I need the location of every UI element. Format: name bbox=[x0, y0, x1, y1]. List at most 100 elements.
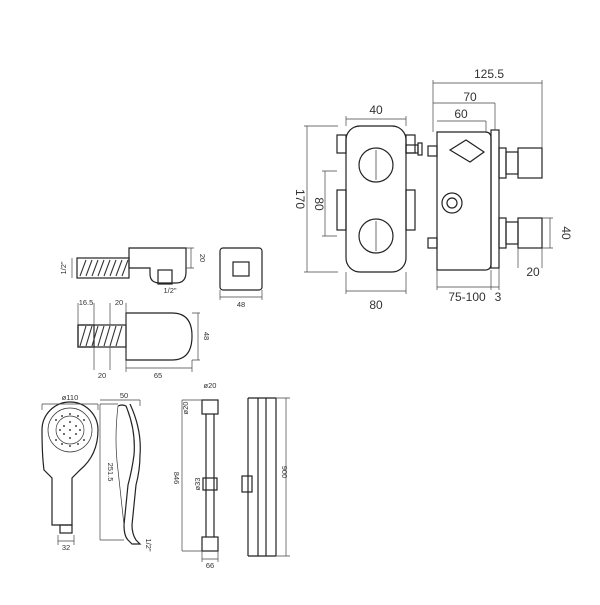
rail-top-bracket bbox=[201, 399, 219, 415]
elbow-outlet bbox=[157, 269, 173, 285]
dim-line-80-bottom bbox=[345, 272, 407, 294]
dim-line-900 bbox=[276, 397, 290, 557]
valve-side-dimensions: 125.5 70 60 40 20 75-100 3 bbox=[432, 67, 573, 304]
dim-line-846 bbox=[181, 399, 202, 552]
valve-side-view bbox=[427, 129, 543, 271]
dim-label-20-side: 20 bbox=[526, 265, 540, 279]
dim-label-rail-33: ø33 bbox=[193, 478, 202, 491]
dim-line-70 bbox=[433, 102, 496, 130]
dim-line-bracket-48 bbox=[192, 312, 200, 361]
valve-tab-right bbox=[405, 144, 419, 154]
dim-label-handset-thread: 1/2" bbox=[144, 538, 153, 551]
dim-label-80-inner: 80 bbox=[312, 197, 326, 211]
dim-line-60 bbox=[437, 120, 487, 132]
spindle-lower bbox=[505, 221, 519, 245]
dim-line-40 bbox=[345, 116, 407, 126]
dim-label-20-bottom: 20 bbox=[98, 371, 106, 380]
valve-side-diverter bbox=[448, 139, 486, 163]
handset-side: 251.5 50 1/2" bbox=[99, 391, 153, 552]
handset-face bbox=[47, 407, 93, 453]
dim-line-20-side bbox=[517, 248, 543, 268]
dim-label-20-top: 20 bbox=[115, 298, 123, 307]
valve-control-upper bbox=[358, 147, 394, 183]
dim-label-251-5: 251.5 bbox=[106, 463, 115, 482]
dim-line-16-5 bbox=[77, 303, 95, 325]
dim-line-elbow-20 bbox=[186, 247, 194, 269]
dim-line-32 bbox=[57, 535, 75, 545]
wall-plate bbox=[490, 129, 500, 269]
knob-lower bbox=[517, 217, 543, 249]
elbow-front-outline bbox=[219, 247, 263, 291]
valve-lug-left-mid bbox=[336, 189, 347, 231]
elbow-front-square bbox=[232, 261, 250, 277]
knob-upper bbox=[517, 147, 543, 179]
dim-line-125-5 bbox=[432, 80, 543, 148]
rail-bottom-bracket bbox=[201, 536, 219, 552]
handset-nozzles bbox=[55, 413, 85, 447]
handset-front: ø110 32 bbox=[41, 393, 99, 552]
handset-connector bbox=[59, 524, 73, 534]
dim-label-16-5: 16.5 bbox=[79, 298, 94, 307]
dim-line-66 bbox=[201, 551, 219, 562]
dim-line-65 bbox=[125, 360, 193, 372]
dim-label-3: 3 bbox=[495, 290, 502, 304]
dim-line-40-side bbox=[542, 217, 553, 249]
outlet-elbow-front: 48 bbox=[219, 247, 263, 309]
dim-label-60: 60 bbox=[454, 107, 468, 121]
dim-label-handset-50: 50 bbox=[120, 391, 128, 400]
valve-lug-right-mid bbox=[405, 189, 416, 231]
shroud-upper bbox=[498, 147, 507, 179]
valve-lug-right-top bbox=[405, 134, 416, 154]
dim-label-rail-20-side: ø20 bbox=[181, 402, 190, 415]
valve-front-view bbox=[336, 125, 423, 273]
dim-label-elbow-thread-bottom: 1/2" bbox=[163, 286, 176, 295]
bracket-thread-hatch bbox=[79, 325, 123, 347]
dim-line-20-bottom bbox=[93, 347, 111, 370]
rail-side-slider bbox=[241, 475, 253, 493]
dim-label-110: ø110 bbox=[62, 393, 79, 402]
bracket-body bbox=[125, 312, 193, 361]
dim-label-66: 66 bbox=[206, 561, 214, 570]
dim-label-125-5: 125.5 bbox=[474, 67, 504, 81]
dim-label-40-side: 40 bbox=[559, 226, 573, 240]
dim-label-70: 70 bbox=[463, 90, 477, 104]
dim-line-170 bbox=[304, 125, 338, 273]
valve-control-lower bbox=[358, 218, 394, 254]
dim-label-170: 170 bbox=[293, 189, 307, 209]
dim-line-110 bbox=[41, 403, 99, 410]
dim-label-75-100: 75-100 bbox=[448, 290, 486, 304]
dim-label-40-front: 40 bbox=[369, 103, 383, 117]
valve-side-lug-top bbox=[427, 145, 438, 157]
valve-side-port-inner bbox=[446, 197, 458, 209]
dim-label-rail-20-top: ø20 bbox=[204, 381, 217, 390]
valve-lug-left-top bbox=[336, 134, 347, 154]
valve-side-port-outer bbox=[441, 192, 463, 214]
valve-tab-right-cap bbox=[417, 142, 423, 156]
elbow-thread-hatch bbox=[79, 259, 129, 277]
dim-line-20-top bbox=[109, 303, 127, 325]
handset-nozzle-ring bbox=[55, 415, 85, 445]
riser-rail-front: 846 ø20 ø20 ø33 66 bbox=[172, 381, 219, 570]
spindle-upper bbox=[505, 151, 519, 175]
outlet-elbow-side: 1/2" 20 1/2" bbox=[59, 247, 207, 295]
dim-label-80-bottom: 80 bbox=[369, 298, 383, 312]
rail-side-outline bbox=[247, 397, 277, 557]
dim-label-elbow-thread-left: 1/2" bbox=[59, 261, 68, 274]
dim-line-80-inner bbox=[322, 170, 337, 237]
dim-label-bracket-48: 48 bbox=[202, 332, 211, 340]
shroud-lower bbox=[498, 217, 507, 249]
handset-outline bbox=[41, 401, 99, 526]
rail-slider bbox=[202, 477, 218, 491]
elbow-body bbox=[128, 247, 187, 284]
riser-rail-side: 900 bbox=[241, 397, 290, 557]
dim-line-handset-50 bbox=[100, 399, 141, 406]
valve-side-lug-bottom bbox=[427, 237, 438, 249]
handset-side-back bbox=[115, 405, 125, 526]
dim-label-elbow-20: 20 bbox=[198, 254, 207, 262]
dim-label-65: 65 bbox=[154, 371, 162, 380]
valve-front-dimensions: 40 170 80 80 bbox=[293, 103, 407, 312]
dim-label-900: 900 bbox=[280, 466, 289, 479]
dim-label-846: 846 bbox=[172, 472, 181, 485]
